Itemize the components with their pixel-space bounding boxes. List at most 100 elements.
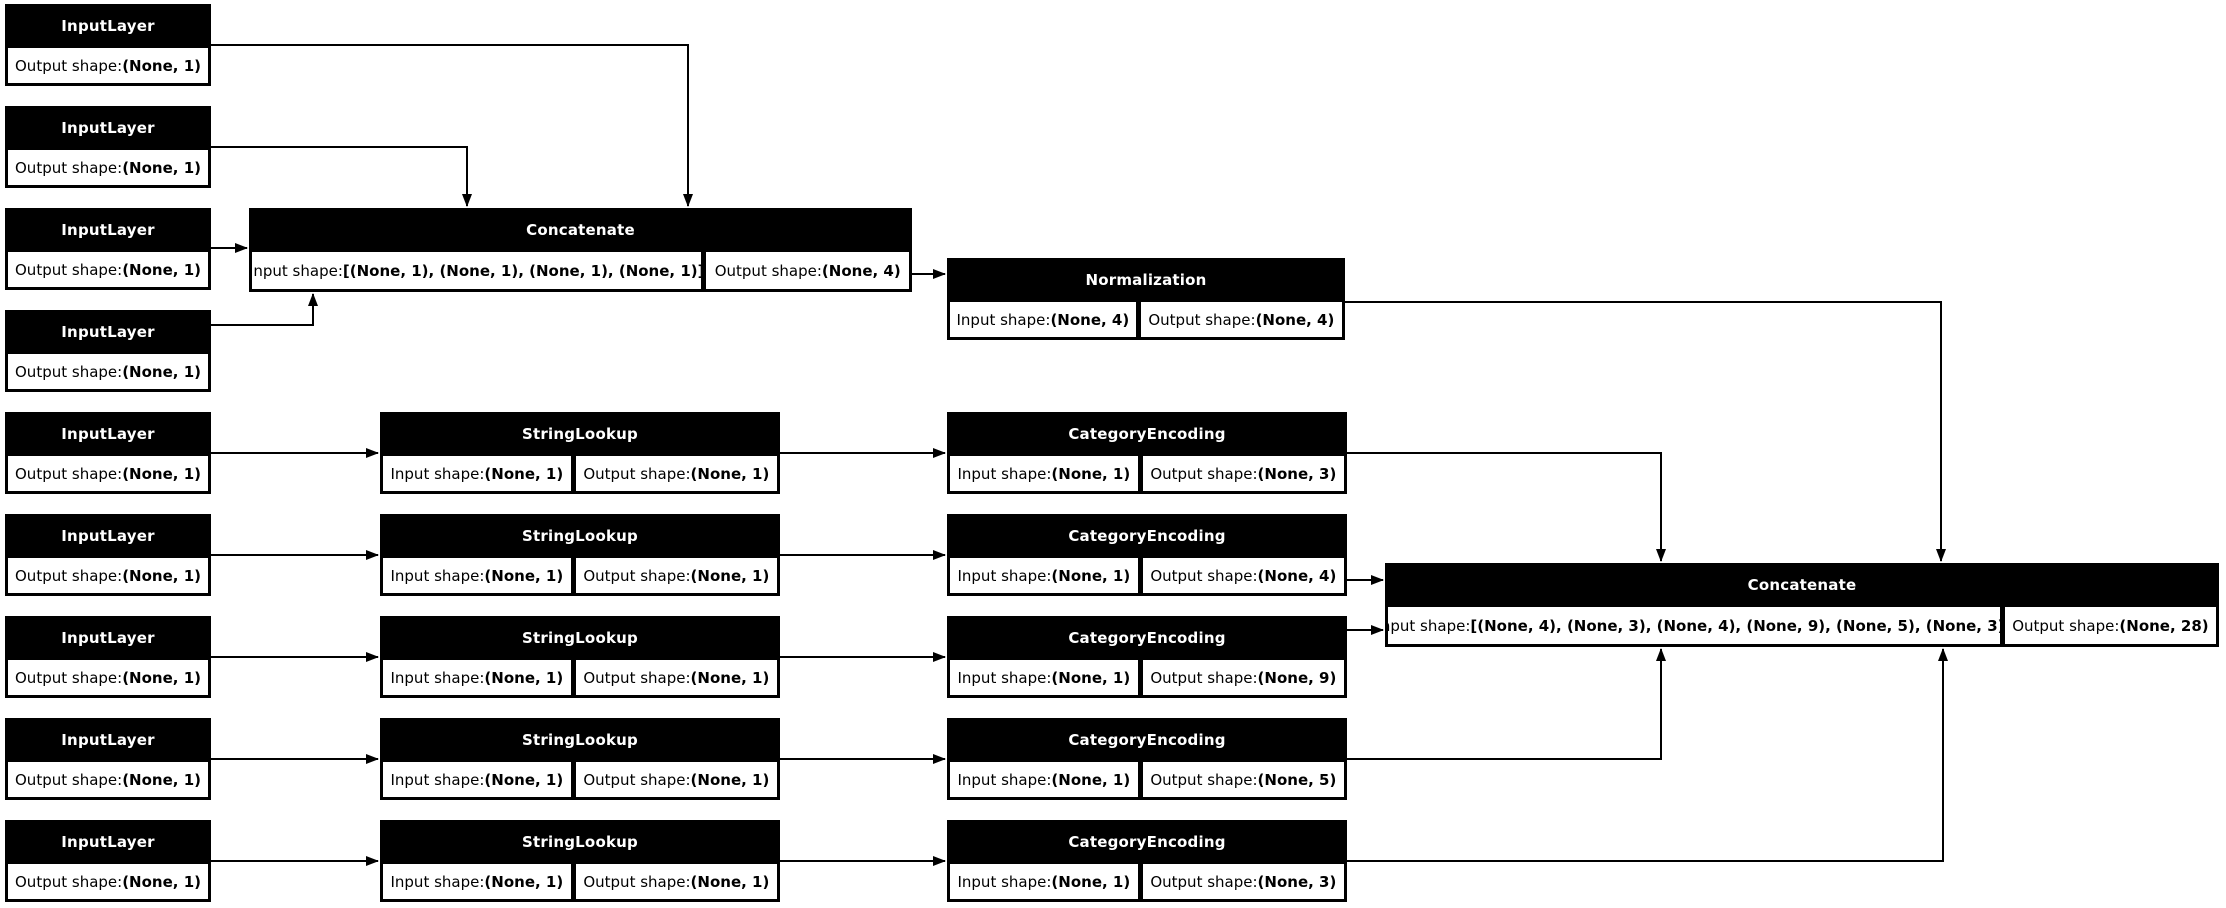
shape-value: (None, 4)	[1257, 566, 1337, 585]
layer-shape-row: Output shape: (None, 1)	[5, 558, 211, 596]
shape-label: Input shape:	[957, 464, 1052, 483]
shape-label: Input shape:	[252, 261, 343, 280]
shape-value: [(None, 1), (None, 1), (None, 1), (None,…	[342, 261, 702, 280]
layer-title: StringLookup	[522, 527, 638, 545]
output-shape-cell: Output shape: (None, 1)	[8, 252, 208, 287]
shape-label: Output shape:	[583, 566, 691, 585]
layer-shape-row: Input shape: (None, 1)Output shape: (Non…	[947, 762, 1347, 800]
layer-title: Concatenate	[526, 221, 635, 239]
layer-title: CategoryEncoding	[1068, 629, 1226, 647]
layer-shape-row: Input shape: (None, 1)Output shape: (Non…	[380, 456, 780, 494]
shape-value: (None, 3)	[1257, 872, 1337, 891]
input-shape-cell: Input shape: [(None, 4), (None, 3), (Non…	[1388, 607, 2000, 644]
output-shape-cell: Output shape: (None, 1)	[575, 864, 777, 899]
output-shape-cell: Output shape: (None, 4)	[706, 252, 909, 289]
output-shape-cell: Output shape: (None, 3)	[1142, 456, 1344, 491]
layer-shape-row: Input shape: (None, 1) Output shape: (Non…	[947, 558, 1347, 596]
shape-value: (None, 1)	[1051, 668, 1131, 687]
output-shape-cell: Output shape: (None, 1)	[8, 660, 208, 695]
output-shape-cell: Output shape: (None, 1)	[575, 456, 777, 491]
shape-label: Output shape:	[583, 770, 691, 789]
shape-label: Input shape:	[957, 668, 1052, 687]
layer-title: StringLookup	[522, 629, 638, 647]
output-shape-cell: Output shape: (None, 1)	[575, 558, 777, 593]
edge-connector-categoryencoding-5-to-concatenate-2	[1347, 648, 1948, 862]
layer-title: InputLayer	[61, 119, 155, 137]
shape-value: (None, 9)	[1257, 668, 1337, 687]
shape-label: Input shape:	[390, 464, 485, 483]
layer-shape-row: Input shape: (None, 1)Output shape: (Non…	[947, 456, 1347, 494]
shape-label: Input shape:	[956, 310, 1051, 329]
layer-shape-row: Input shape: (None, 1)Output shape: (Non…	[380, 864, 780, 902]
edge-connector-input-4-to-concatenate-1	[211, 293, 318, 326]
shape-value: (None, 5)	[1257, 770, 1337, 789]
shape-value: (None, 28)	[2119, 616, 2209, 635]
shape-label: Output shape:	[15, 56, 123, 75]
shape-value: (None, 1)	[1051, 770, 1131, 789]
output-shape-cell: Output shape: (None, 9)	[1142, 660, 1344, 695]
shape-value: (None, 3)	[1257, 464, 1337, 483]
output-shape-cell: Output shape: (None, 1)	[8, 354, 208, 389]
shape-label: Output shape:	[2012, 616, 2120, 635]
shape-label: Output shape:	[583, 872, 691, 891]
layer-shape-row: Output shape: (None, 1)	[5, 864, 211, 902]
shape-label: Input shape:	[957, 872, 1052, 891]
layer-shape-row: Input shape: [(None, 1), (None, 1), (Non…	[249, 252, 912, 292]
output-shape-cell: Output shape: (None, 1)	[8, 558, 208, 593]
input-shape-cell: Input shape: (None, 1)	[383, 456, 571, 491]
output-shape-cell: Output shape: (None, 1)	[8, 456, 208, 491]
shape-value: (None, 1)	[1051, 872, 1131, 891]
input-shape-cell: Input shape: (None, 1)	[950, 864, 1138, 899]
input-shape-cell: Input shape: (None, 1)	[950, 660, 1138, 695]
shape-label: Output shape:	[1148, 310, 1256, 329]
shape-value: (None, 1)	[122, 770, 201, 789]
shape-value: (None, 1)	[484, 464, 564, 483]
output-shape-cell: Output shape: (None, 5)	[1142, 762, 1344, 797]
layer-shape-row: Output shape: (None, 1)	[5, 456, 211, 494]
layer-title: CategoryEncoding	[1068, 527, 1226, 545]
layer-shape-row: Output shape: (None, 1)	[5, 48, 211, 86]
shape-value: (None, 4)	[1050, 310, 1130, 329]
input-shape-cell: Input shape: (None, 1)	[950, 762, 1138, 797]
input-shape-cell: Input shape: (None, 1)	[383, 762, 571, 797]
layer-shape-row: Output shape: (None, 1)	[5, 354, 211, 392]
shape-label: Output shape:	[1150, 566, 1258, 585]
shape-label: Output shape:	[15, 668, 123, 687]
output-shape-cell: Output shape: (None, 1)	[575, 660, 777, 695]
shape-value: [(None, 4), (None, 3), (None, 4), (None,…	[1470, 616, 2000, 635]
shape-value: (None, 1)	[122, 668, 201, 687]
shape-label: Output shape:	[15, 158, 123, 177]
shape-value: (None, 1)	[1051, 566, 1131, 585]
layer-title: InputLayer	[61, 323, 155, 341]
shape-label: Output shape:	[15, 362, 123, 381]
shape-value: (None, 1)	[122, 56, 201, 75]
layer-title: Concatenate	[1747, 576, 1857, 594]
edge-connector-input-1-to-concatenate-1	[211, 44, 693, 207]
shape-value: (None, 1)	[690, 464, 770, 483]
layer-title: CategoryEncoding	[1068, 833, 1226, 851]
input-shape-cell: Input shape: (None, 1)	[950, 558, 1138, 593]
layer-title: StringLookup	[522, 425, 638, 443]
edge-connector-normalization-to-concatenate-2	[1345, 301, 1946, 562]
output-shape-cell: Output shape: (None, 4)	[1140, 302, 1342, 337]
shape-label: Output shape:	[15, 770, 123, 789]
layer-title: InputLayer	[61, 629, 155, 647]
shape-value: (None, 1)	[122, 464, 201, 483]
output-shape-cell: Output shape: (None, 1)	[575, 762, 777, 797]
output-shape-cell: Output shape: (None, 1)	[8, 150, 208, 185]
